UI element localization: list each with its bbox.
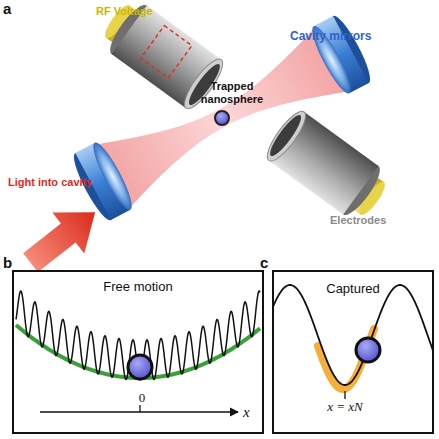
- part-label: RF Voltage: [96, 5, 186, 18]
- part-label: Trapped nanosphere: [196, 80, 268, 105]
- nanosphere: [215, 111, 229, 125]
- electrode-bore: [266, 112, 305, 160]
- lattice-well: [274, 285, 432, 385]
- x-axis: [40, 411, 238, 412]
- part-label: Electrodes: [330, 214, 420, 227]
- cavity-mirror: [307, 12, 376, 97]
- panel-letter: b: [3, 254, 23, 271]
- cutaway-outline: [141, 26, 192, 78]
- position-label: x = xN: [310, 400, 380, 415]
- well-tick: [344, 391, 345, 399]
- free-motion-plot: [16, 291, 260, 380]
- part-label: Light into cavity: [8, 176, 118, 189]
- particle: [128, 355, 152, 379]
- panel-letter: c: [260, 254, 280, 271]
- panel-heading: Free motion: [14, 280, 262, 295]
- axis-label: x: [243, 404, 259, 421]
- captured-plot: [274, 285, 432, 389]
- panel-heading: Captured: [274, 282, 432, 297]
- optical-lattice-potential: [16, 291, 260, 380]
- part-label: Cavity mirrors: [290, 30, 400, 44]
- panel-box: Captured x = xN: [272, 270, 434, 434]
- axis-tick: [139, 405, 140, 412]
- panel-letter: a: [3, 0, 23, 17]
- mirror-face: [88, 139, 138, 214]
- electrode: [261, 107, 394, 227]
- particle: [356, 338, 380, 362]
- axis-tick-label: 0: [130, 391, 154, 406]
- electrode-rim: [261, 107, 311, 166]
- panel-box: Free motion 0 x: [12, 270, 264, 434]
